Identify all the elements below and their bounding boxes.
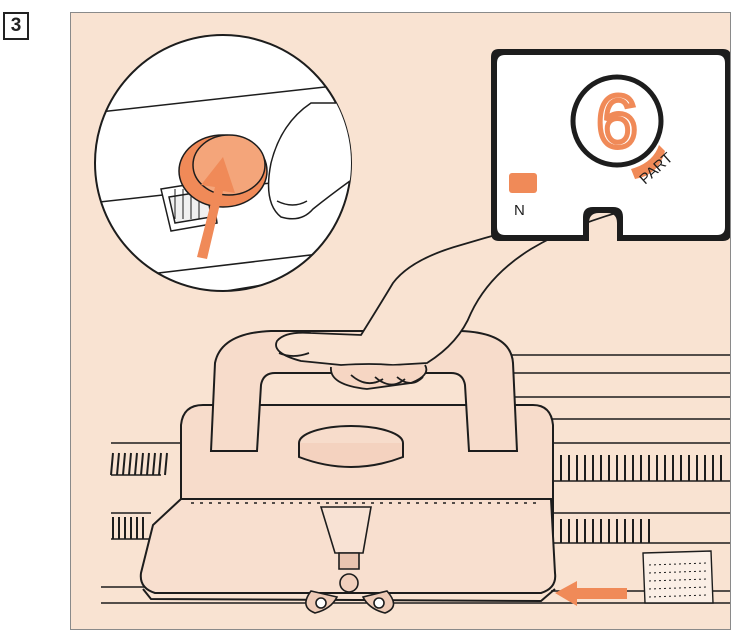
dial-number: 6: [596, 80, 637, 163]
n-label: N: [514, 202, 525, 219]
illustration-panel: 6 PART N: [70, 12, 731, 630]
step-number-badge: 3: [3, 12, 29, 40]
dial-panel-inset: 6 PART N: [491, 49, 731, 241]
cam-knob: [299, 426, 403, 467]
step-number: 3: [11, 15, 22, 37]
knitted-fabric: [643, 551, 713, 603]
n-marker: [509, 173, 537, 193]
knitting-machine-illustration: 6 PART N: [71, 13, 731, 630]
